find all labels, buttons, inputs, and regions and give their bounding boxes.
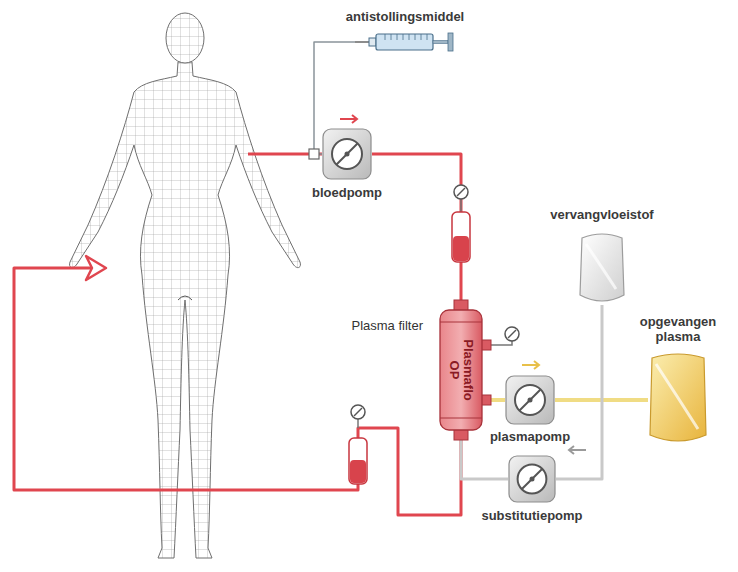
pressure-gauge [454, 185, 468, 199]
wireframe-person [178, 296, 192, 300]
pressure-gauge [351, 405, 365, 419]
pump: bloedpomp [322, 128, 372, 180]
pump-shape [505, 375, 555, 425]
syringe-scale [391, 34, 392, 40]
syringe-scale [385, 34, 386, 40]
pump-housing [323, 129, 371, 179]
syringe-hub [369, 38, 376, 46]
pressure-gauge [454, 185, 468, 212]
pump-hub [530, 477, 535, 482]
pressure-gauge [460, 199, 462, 212]
part-label: antistollingsmiddel [346, 9, 464, 24]
part-label: substitutiepomp [481, 508, 582, 523]
syringe-scale [415, 34, 416, 40]
pump-rotor [332, 139, 362, 169]
pressure-gauge [357, 419, 359, 428]
pump-rotor [518, 465, 547, 494]
flow-arrow [340, 115, 357, 123]
tube-connector [372, 154, 461, 300]
pump-roller [337, 144, 358, 165]
wireframe-person [70, 13, 301, 558]
drip-chamber [349, 438, 367, 484]
pump-hub [528, 398, 533, 403]
part-label: plasmapomp [490, 429, 570, 444]
filter-band [440, 418, 482, 419]
pressure-gauge [508, 330, 516, 338]
pressure-gauge [457, 188, 465, 196]
pressure-gauge [354, 408, 362, 416]
syringe-thumb [448, 33, 453, 51]
wireframe-person [70, 62, 301, 558]
pump-rotor [515, 385, 545, 415]
fluid-bag: vervangvloeistof [578, 230, 626, 305]
part-label: vervangvloeistof [550, 207, 653, 222]
bag-body [580, 234, 624, 301]
syringe-plunger [433, 41, 448, 44]
blood-tube [14, 268, 461, 515]
part-label: bloedpomp [312, 185, 382, 200]
pump-shape [508, 455, 556, 503]
plasma-bag-shape [648, 350, 708, 445]
part-label: Plasma filter [351, 318, 423, 333]
fluid-bag-shape [578, 230, 626, 305]
flow-arrow [569, 446, 586, 454]
bag-crease [656, 364, 698, 429]
part-label: opgevangen plasma [632, 314, 724, 344]
syringe-shape [355, 32, 455, 52]
bag-crease [586, 244, 616, 289]
syringe-scale [403, 34, 404, 40]
drip-chamber [452, 212, 470, 262]
pressure-gauge [491, 341, 512, 345]
plasma-filter: Plasma filterPlasmaflo OP [437, 300, 491, 440]
pump: substitutiepomp [508, 455, 556, 503]
syringe-scale [427, 34, 428, 40]
flow-arrow [522, 361, 539, 369]
pump-roller [520, 390, 541, 411]
filter-band [440, 322, 482, 323]
wireframe-person [166, 13, 204, 63]
pump-shape [322, 128, 372, 180]
wireframe-person [70, 62, 301, 558]
syringe-scale [397, 34, 398, 40]
anticoagulant-port [309, 149, 319, 159]
syringe-scale [421, 34, 422, 40]
syringe-barrel [376, 34, 433, 50]
pump-housing [509, 456, 555, 502]
pressure-gauge [505, 327, 519, 341]
pump-hub [345, 152, 350, 157]
pump-roller [522, 469, 542, 489]
return-arrowhead [86, 256, 106, 280]
pressure-gauge [351, 405, 365, 428]
pump: plasmapomp [505, 375, 555, 425]
drip-chamber [453, 236, 469, 261]
tube-connector [461, 440, 508, 479]
drip-chamber [349, 438, 367, 484]
drip-chamber [452, 212, 470, 262]
syringe: antistollingsmiddel [355, 32, 455, 52]
filter-brand: Plasmaflo OP [447, 334, 475, 406]
tube-connector [556, 305, 602, 479]
drip-chamber [350, 460, 366, 483]
syringe-scale [409, 34, 410, 40]
pressure-gauge [491, 327, 519, 345]
blood-tube [14, 154, 461, 515]
wireframe-person [166, 13, 204, 63]
plasma-bag: opgevangen plasma [648, 350, 708, 445]
bag-body [650, 354, 706, 441]
filter-body [440, 310, 482, 430]
pump-housing [506, 376, 554, 424]
